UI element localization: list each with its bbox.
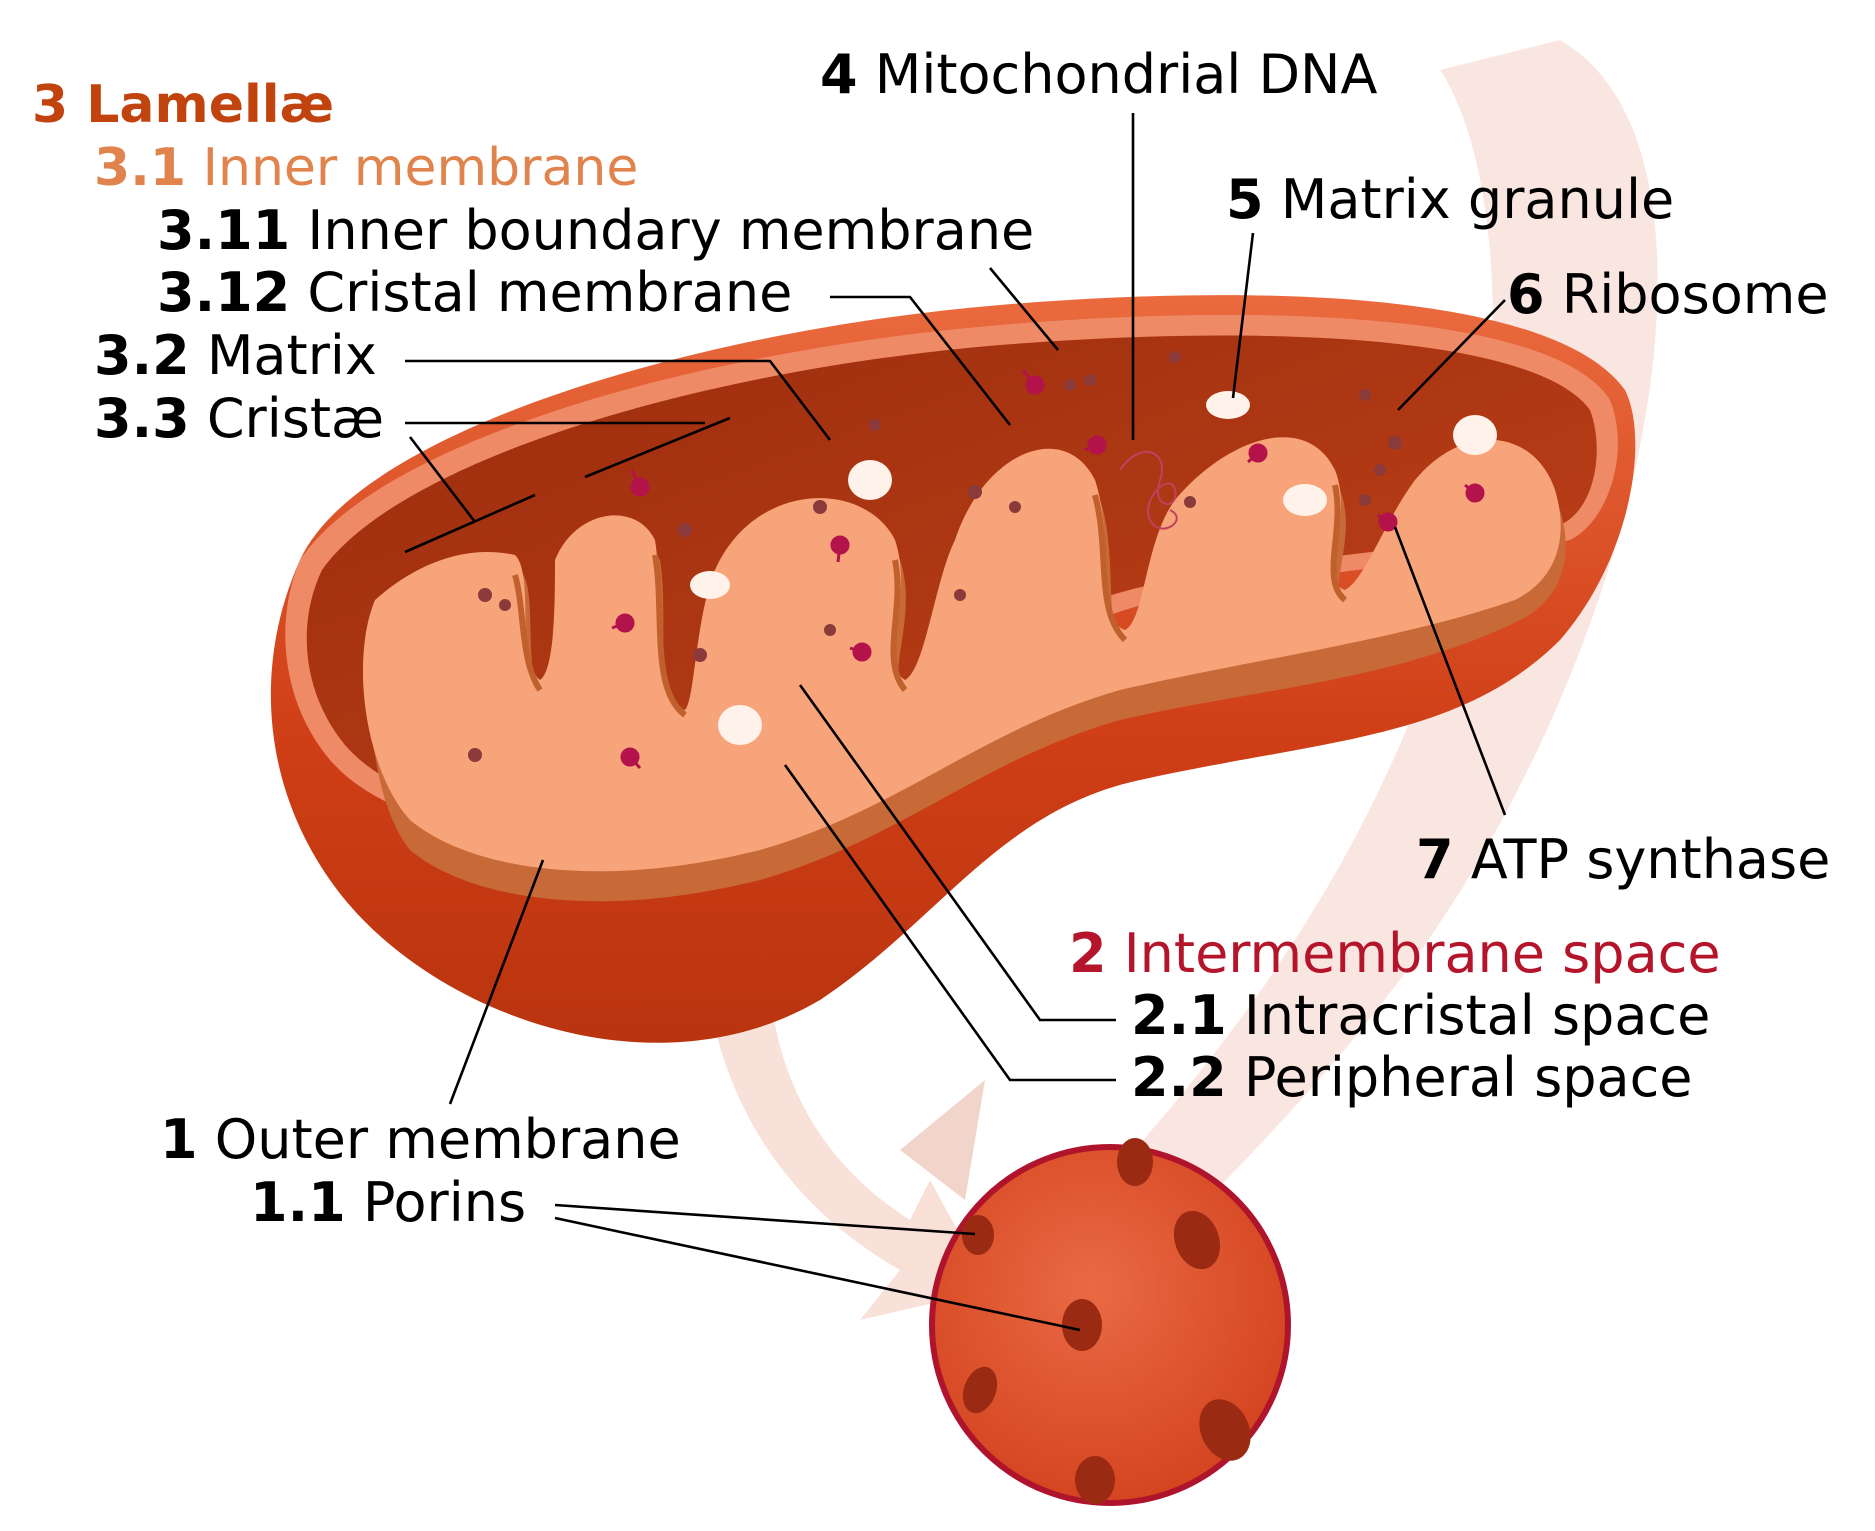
label-lamellae: 3 Lamellæ xyxy=(32,75,334,135)
label-porins: 1.1 Porins xyxy=(250,1171,526,1234)
label-cristal-membrane: 3.12 Cristal membrane xyxy=(157,261,792,324)
label-inner-membrane: 3.1 Inner membrane xyxy=(94,138,638,198)
porin-magnified-circle xyxy=(929,1138,1291,1506)
label-matrix: 3.2 Matrix xyxy=(94,324,377,387)
label-outer-membrane: 1 Outer membrane xyxy=(160,1108,681,1171)
label-peripheral-space: 2.2 Peripheral space xyxy=(1131,1046,1693,1109)
label-matrix-granule: 5 Matrix granule xyxy=(1226,168,1674,231)
label-intermembrane-space: 2 Intermembrane space xyxy=(1069,922,1721,985)
label-cristae: 3.3 Cristæ xyxy=(94,387,384,450)
label-inner-boundary-membrane: 3.11 Inner boundary membrane xyxy=(157,199,1034,262)
label-ribosome: 6 Ribosome xyxy=(1507,263,1829,326)
label-mitochondrial-dna: 4 Mitochondrial DNA xyxy=(820,43,1377,106)
cristae-shape xyxy=(362,351,1566,902)
leader-lines xyxy=(404,113,1507,1332)
label-atp-synthase: 7 ATP synthase xyxy=(1416,828,1830,891)
label-intracristal-space: 2.1 Intracristal space xyxy=(1131,984,1710,1047)
